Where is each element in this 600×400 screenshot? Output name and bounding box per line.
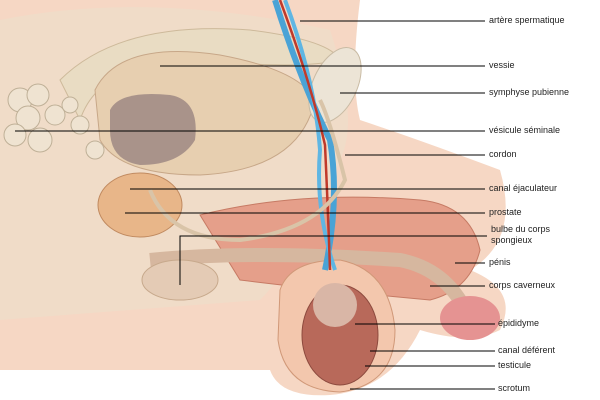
- label-canal-deferent: canal déférent: [498, 345, 556, 355]
- label-corps-caverneux: corps caverneux: [489, 280, 556, 290]
- leader-lines: [15, 20, 495, 390]
- vas-deferens: [148, 99, 348, 243]
- label-testicule: testicule: [498, 360, 532, 370]
- seminal-vesicle: [3, 83, 105, 160]
- label-epididyme: épididyme: [498, 318, 540, 328]
- label-artere-spermatique: artère spermatique: [489, 15, 565, 25]
- label-vessie: vessie: [489, 60, 515, 70]
- cord-vein: [272, 0, 337, 271]
- label-prostate: prostate: [489, 207, 522, 217]
- epididymis-core: [313, 283, 357, 327]
- prostate: [97, 172, 183, 238]
- label-scrotum: scrotum: [498, 383, 531, 393]
- glans: [440, 296, 500, 340]
- leader-bulbe: [179, 235, 487, 285]
- cord-vein-2: [283, 0, 337, 271]
- label-canal-ejaculateur: canal éjaculateur: [489, 183, 558, 193]
- label-bulbe-1: bulbe du corps: [491, 224, 551, 234]
- bladder-inner: [110, 94, 196, 165]
- cord-artery: [278, 0, 332, 271]
- label-penis: pénis: [489, 257, 511, 267]
- label-bulbe-2: spongieux: [491, 235, 533, 245]
- urethra-spongiosum: [149, 248, 477, 323]
- label-vesicule-seminale: vésicule séminale: [489, 125, 561, 135]
- label-symphyse-pubienne: symphyse pubienne: [489, 87, 570, 97]
- label-cordon: cordon: [489, 149, 517, 159]
